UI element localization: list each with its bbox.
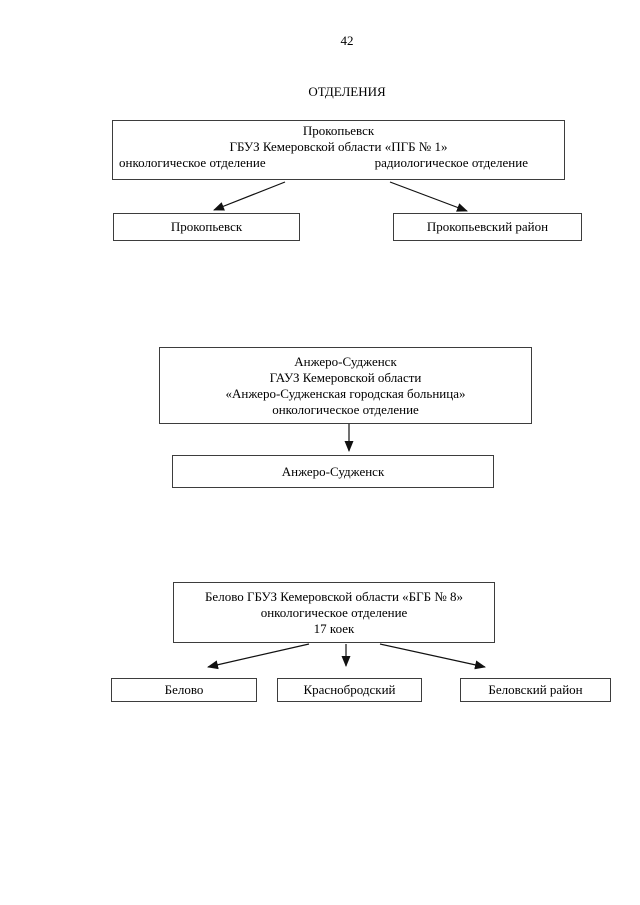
section2-child-box-anzhero-sudzhensk: Анжеро-Судженск [172, 455, 494, 488]
section1-child-box-prokopyevsky-rayon: Прокопьевский район [393, 213, 582, 241]
section3-hospital-name-line: Белово ГБУЗ Кемеровской области «БГБ № 8… [204, 588, 464, 604]
section1-hospital-name-line: ГБУЗ Кемеровской области «ПГБ № 1» [229, 139, 448, 154]
section3-child-box-krasnobrodsky: Краснобродский [277, 678, 422, 702]
section2-child-label-anzhero-sudzhensk: Анжеро-Судженск [281, 463, 385, 479]
section3-parent-box: Белово ГБУЗ Кемеровской области «БГБ № 8… [173, 582, 495, 643]
arrow-section3-to-belovo [207, 643, 310, 670]
section2-hospital-name-line: «Анжеро-Судженская городская больница» [225, 385, 466, 401]
arrow-section1-to-prokopyevsky-rayon [389, 181, 468, 212]
section3-child-box-belovsky-rayon: Беловский район [460, 678, 611, 702]
page-title: ОТДЕЛЕНИЯ [308, 84, 386, 99]
section1-child-label-prokopyevsky-rayon: Прокопьевский район [426, 219, 549, 234]
arrow-section1-to-prokopyevsk [213, 181, 286, 211]
arrow-section3-to-belovsky-rayon [379, 643, 486, 670]
section3-child-label-krasnobrodsky: Краснобродский [303, 682, 396, 697]
section1-oncology-dept-label: онкологическое отделение [119, 155, 266, 170]
section1-departments-line: онкологическое отделение радиологическое… [113, 155, 564, 171]
section1-parent-box: Прокопьевск ГБУЗ Кемеровской области «ПГ… [112, 120, 565, 180]
section1-child-label-prokopyevsk: Прокопьевск [170, 219, 243, 234]
section1-city-line: Прокопьевск [302, 123, 375, 138]
section2-department-line: онкологическое отделение [272, 401, 419, 417]
section3-beds-line: 17 коек [313, 620, 355, 636]
section2-parent-box: Анжеро-Судженск ГАУЗ Кемеровской области… [159, 347, 532, 424]
section3-child-box-belovo: Белово [111, 678, 257, 702]
section2-city-line: Анжеро-Судженск [294, 353, 397, 369]
section1-child-box-prokopyevsk: Прокопьевск [113, 213, 300, 241]
section1-radiology-dept-label: радиологическое отделение [374, 155, 528, 170]
page-number: 42 [340, 33, 354, 48]
section3-child-label-belovsky-rayon: Беловский район [488, 682, 583, 697]
section3-child-label-belovo: Белово [164, 682, 204, 697]
section2-org-type-line: ГАУЗ Кемеровской области [269, 369, 422, 385]
section3-department-line: онкологическое отделение [260, 604, 408, 620]
